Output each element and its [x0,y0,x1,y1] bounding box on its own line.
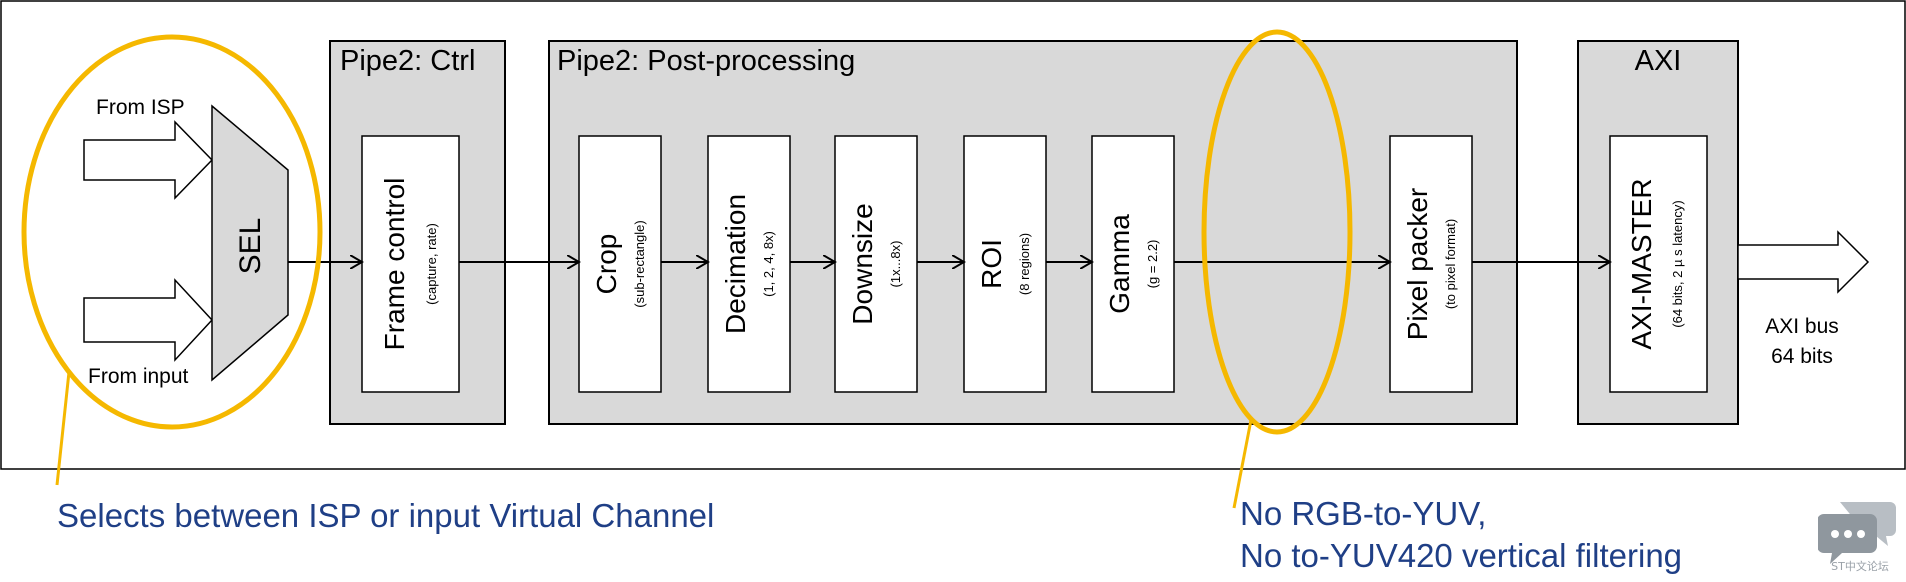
from-isp-label: From ISP [96,96,185,119]
block-subtitle: (8 regions) [1017,233,1032,295]
gap-annotation: No RGB-to-YUV, No to-YUV420 vertical fil… [1240,493,1682,577]
gap-annotation-line1: No RGB-to-YUV, [1240,495,1487,532]
block-gamma: Gamma (g = 2.2) [1091,135,1175,393]
block-title: Pixel packer [1402,188,1433,341]
gap-annotation-line2: No to-YUV420 vertical filtering [1240,537,1683,574]
block-crop: Crop (sub-rectangle) [578,135,662,393]
group-ctrl-title: Pipe2: Ctrl [340,45,475,77]
block-subtitle: (g = 2.2) [1145,240,1160,289]
block-title: Gamma [1104,214,1135,314]
block-subtitle: (1, 2, 4, 8x) [761,231,776,297]
block-subtitle: (capture, rate) [424,223,439,305]
from-input-label: From input [88,365,189,388]
block-title: Downsize [847,203,878,324]
block-title: ROI [976,239,1007,289]
block-title: AXI-MASTER [1626,178,1657,349]
callout-line-left [55,371,71,486]
axi-bus-output-arrow [1737,230,1870,294]
group-axi-title: AXI [1635,45,1682,77]
block-roi: ROI (8 regions) [963,135,1047,393]
group-post-title: Pipe2: Post-processing [557,45,855,77]
selector-mux [211,104,289,382]
input-input-arrow [83,278,214,362]
block-title: Decimation [720,194,751,334]
block-title: Frame control [379,178,410,351]
highlight-gap-ellipse [1201,29,1353,435]
block-downsize: Downsize (1x...8x) [834,135,918,393]
watermark-text: ST中文论坛 [1831,560,1889,573]
axi-bus-width-label: 64 bits [1771,345,1833,368]
selector-annotation: Selects between ISP or input Virtual Cha… [57,497,715,534]
callout-line-right [1232,419,1253,509]
block-title: Crop [591,234,622,295]
block-decimation: Decimation (1, 2, 4, 8x) [707,135,791,393]
selector-label: SEL [234,218,267,275]
block-pixel-packer: Pixel packer (to pixel format) [1389,135,1473,393]
block-subtitle: (64 bits, 2 µ s latency) [1670,200,1685,327]
highlight-selector-ellipse [21,34,323,430]
block-subtitle: (to pixel format) [1443,219,1458,309]
block-subtitle: (1x...8x) [888,241,903,288]
block-frame-control: Frame control (capture, rate) [361,135,460,393]
block-subtitle: (sub-rectangle) [632,220,647,307]
isp-input-arrow [83,120,214,200]
block-axi-master: AXI-MASTER (64 bits, 2 µ s latency) [1609,135,1708,393]
forum-chat-icon [1818,502,1896,564]
axi-bus-label: AXI bus [1765,315,1839,338]
